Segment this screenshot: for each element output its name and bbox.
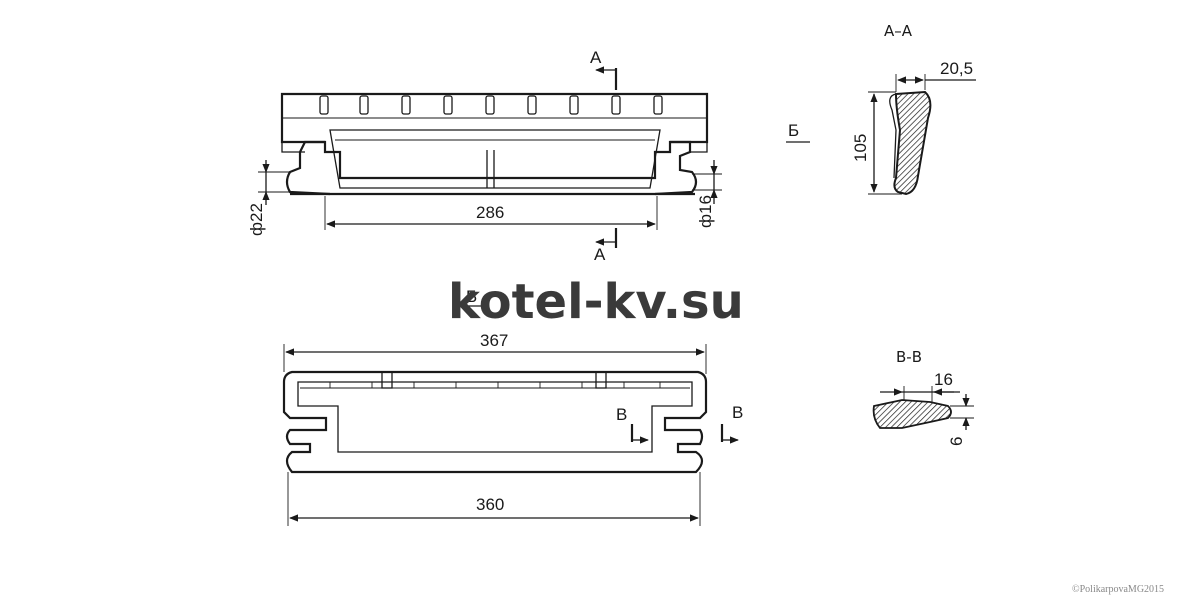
section-a-a: А–А 20,5 105 (851, 22, 976, 196)
dim-label-6: 6 (947, 437, 966, 446)
section-b-b-title: В-В (896, 348, 922, 366)
dim-label-105: 105 (851, 134, 870, 162)
section-mark-b-left: В (616, 405, 649, 444)
dim-left-diameter: ф22 (247, 160, 290, 236)
section-letter-a-bottom: А (594, 245, 606, 264)
dim-label-16: 16 (934, 370, 953, 389)
section-letter-b-left: В (616, 405, 627, 424)
left-journal (285, 140, 331, 196)
dim-label-360: 360 (476, 495, 504, 514)
top-view-ribs (319, 95, 663, 115)
view-mark-letter: Б (788, 121, 799, 140)
section-a-a-title: А–А (884, 22, 913, 40)
right-journal (654, 140, 698, 196)
view-mark-b: Б (786, 121, 810, 143)
section-letter-a-top: А (590, 48, 602, 67)
dim-label-left-diameter: ф22 (247, 203, 266, 236)
dim-286: 286 (324, 196, 658, 230)
dim-367: 367 (283, 331, 707, 374)
view-title-letter: Б (466, 287, 477, 306)
section-letter-b-right: В (732, 403, 743, 422)
section-a-a-profile (893, 90, 932, 196)
section-b-b: В-В 16 6 (872, 348, 974, 446)
bottom-view-outline (282, 370, 708, 474)
watermark-text: kotel-kv.su (448, 274, 744, 330)
dim-360: 360 (287, 472, 701, 526)
section-mark-a-top: А (590, 48, 618, 90)
bottom-view: 367 360 В В (282, 331, 743, 526)
section-mark-a-bottom: А (594, 228, 618, 264)
copyright-text: ©PolikarpovaMG2015 (1072, 584, 1164, 595)
bottom-view-ribs (329, 371, 661, 389)
section-mark-b-right: В (720, 403, 743, 444)
dim-right-diameter: ф16 (692, 160, 722, 228)
section-b-b-profile (872, 399, 952, 429)
dim-label-367: 367 (480, 331, 508, 350)
dim-label-20-5: 20,5 (940, 59, 973, 78)
dim-label-286: 286 (476, 203, 504, 222)
top-view: А А 286 ф22 (247, 48, 722, 264)
dim-label-right-diameter: ф16 (696, 195, 715, 228)
view-title-b: Б (464, 287, 488, 307)
